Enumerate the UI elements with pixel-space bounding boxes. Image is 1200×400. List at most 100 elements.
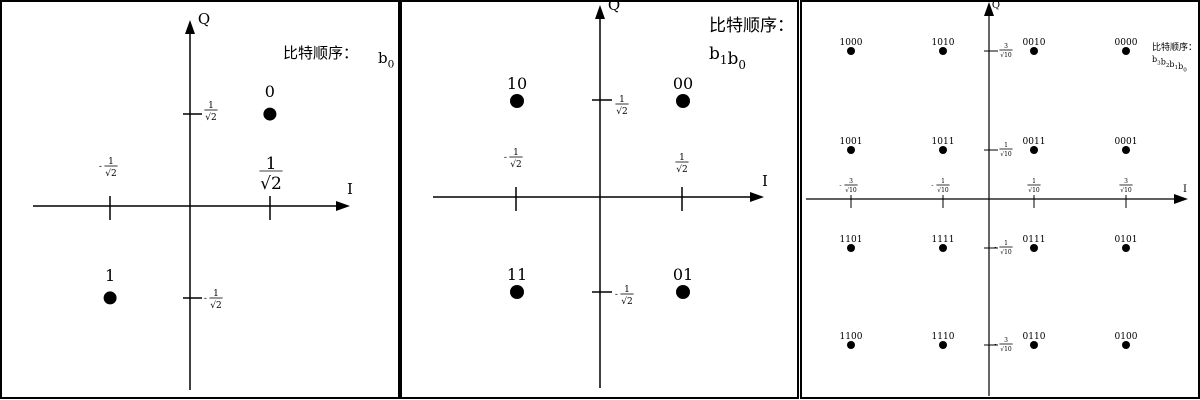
- tick-label-q-0-num: 3: [1004, 43, 1008, 50]
- panel-border-0: [0, 0, 400, 399]
- constellation-point-1001: [847, 146, 855, 154]
- constellation-point-1011: [939, 146, 947, 154]
- q-axis-label: Q: [608, 0, 620, 14]
- point-label-1101: 1101: [840, 235, 863, 245]
- point-label-1: 1: [105, 266, 115, 285]
- tick-label-i-pos-num: 1: [266, 154, 277, 174]
- constellation-point-1110: [939, 341, 947, 349]
- constellation-point-0110: [1030, 341, 1038, 349]
- point-label-1111: 1111: [932, 235, 955, 245]
- i-axis-arrow: [750, 192, 764, 202]
- tick-label-i-1: - 1 √10: [931, 178, 950, 194]
- tick-label-i-2-num: 1: [1032, 178, 1036, 185]
- constellation-point-1111: [939, 244, 947, 252]
- constellation-point-0111: [1030, 244, 1038, 252]
- tick-label-i-1-den: √10: [937, 187, 949, 194]
- tick-label-i-2-den: √10: [1028, 187, 1040, 194]
- tick-label-i-1-num: 1: [941, 178, 945, 185]
- tick-label-q-3-num: 3: [1004, 337, 1008, 344]
- constellation-point-0001: [1122, 146, 1130, 154]
- panel-border-1: [400, 0, 799, 399]
- constellation-point-1: [103, 291, 117, 305]
- tick-label-i-neg-den: √2: [510, 159, 521, 170]
- tick-label-q-0-den: √10: [1000, 52, 1012, 59]
- tick-label-i-0: - 3 √10: [839, 178, 858, 194]
- i-axis-label: I: [347, 180, 353, 198]
- bit-order-label: 比特顺序：: [283, 44, 358, 62]
- constellation-point-0: [263, 107, 277, 121]
- constellation-point-01: [676, 285, 690, 299]
- constellation-point-0000: [1122, 47, 1130, 55]
- point-label-00: 00: [673, 74, 693, 93]
- constellation-point-0011: [1030, 146, 1038, 154]
- constellation-point-0100: [1122, 341, 1130, 349]
- tick-label-q-neg: -1√2: [204, 289, 223, 311]
- tick-label-q-pos: 1√2: [615, 95, 629, 117]
- i-axis-label: I: [762, 172, 768, 190]
- q-axis-label: Q: [992, 0, 1000, 11]
- tick-label-i-0-den: √10: [845, 187, 857, 194]
- tick-label-q-1-num: 1: [1004, 142, 1008, 149]
- point-label-0: 0: [265, 82, 275, 101]
- tick-label-q-2: -1√10: [994, 240, 1013, 256]
- point-label-1010: 1010: [932, 38, 955, 48]
- bit-order-value: b0: [378, 49, 394, 71]
- point-label-0110: 0110: [1023, 332, 1046, 342]
- point-label-0100: 0100: [1115, 332, 1138, 342]
- constellation-point-1100: [847, 341, 855, 349]
- constellation-point-1010: [939, 47, 947, 55]
- q-axis-arrow: [984, 2, 994, 16]
- tick-label-i-pos: 1√2: [259, 154, 283, 194]
- tick-label-i-3-num: 3: [1124, 178, 1128, 185]
- bit-order-label: 比特顺序：: [709, 16, 794, 36]
- tick-label-q-1-den: √10: [1000, 151, 1012, 158]
- tick-label-i-0-num: 3: [849, 178, 853, 185]
- constellation-point-10: [510, 94, 524, 108]
- tick-label-q-pos-num: 1: [208, 101, 214, 111]
- i-axis-label: I: [1183, 184, 1187, 195]
- tick-label-q-3: -3√10: [994, 337, 1013, 353]
- point-label-11: 11: [507, 265, 527, 284]
- tick-label-i-neg-num: 1: [108, 157, 114, 167]
- tick-label-i-1-sign: -: [931, 182, 933, 189]
- tick-label-q-2-num: 1: [1004, 240, 1008, 247]
- tick-label-i-neg-den: √2: [105, 168, 116, 179]
- point-label-1110: 1110: [932, 332, 955, 342]
- q-axis-label: Q: [198, 10, 210, 28]
- point-label-1000: 1000: [840, 38, 863, 48]
- point-label-01: 01: [673, 265, 693, 284]
- constellation-point-1000: [847, 47, 855, 55]
- point-label-0010: 0010: [1023, 38, 1046, 48]
- point-label-1001: 1001: [840, 137, 863, 147]
- point-label-1011: 1011: [932, 137, 955, 147]
- tick-label-i-3: 3√10: [1119, 178, 1133, 194]
- tick-label-q-neg-den: √2: [210, 300, 221, 311]
- tick-label-i-neg: -1√2: [99, 157, 118, 179]
- tick-label-i-2: 1√10: [1027, 178, 1041, 194]
- tick-label-i-pos-den: √2: [260, 174, 282, 194]
- tick-label-q-pos-num: 1: [619, 95, 625, 105]
- tick-label-i-neg-sign: -: [504, 153, 507, 163]
- tick-label-i-neg: -1√2: [504, 148, 523, 170]
- tick-label-i-pos-num: 1: [679, 153, 685, 163]
- tick-label-q-neg-sign: -: [204, 294, 207, 304]
- tick-label-q-neg-num: 1: [624, 285, 630, 295]
- panel-border-2: [800, 0, 1200, 399]
- constellation-point-0101: [1122, 244, 1130, 252]
- constellation-point-11: [510, 285, 524, 299]
- tick-label-q-neg-num: 1: [213, 289, 219, 299]
- tick-label-i-0-sign: -: [839, 182, 841, 189]
- tick-label-q-pos: 1√2: [204, 101, 218, 123]
- tick-label-i-neg-num: 1: [513, 148, 519, 158]
- bit-order-label: 比特顺序：: [1152, 41, 1197, 53]
- bit-order-value: b3b2b1b0: [1152, 55, 1187, 74]
- qam16-panel: IQ-3√10-1√101√103√103√101√10-1√10-3√1010…: [806, 0, 1197, 396]
- tick-label-q-0: 3√10: [999, 43, 1013, 59]
- tick-label-q-neg: -1√2: [615, 285, 634, 307]
- point-label-0101: 0101: [1115, 235, 1138, 245]
- point-label-1100: 1100: [840, 332, 863, 342]
- tick-label-q-3-sign: -: [994, 341, 996, 348]
- tick-label-q-1: 1√10: [999, 142, 1013, 158]
